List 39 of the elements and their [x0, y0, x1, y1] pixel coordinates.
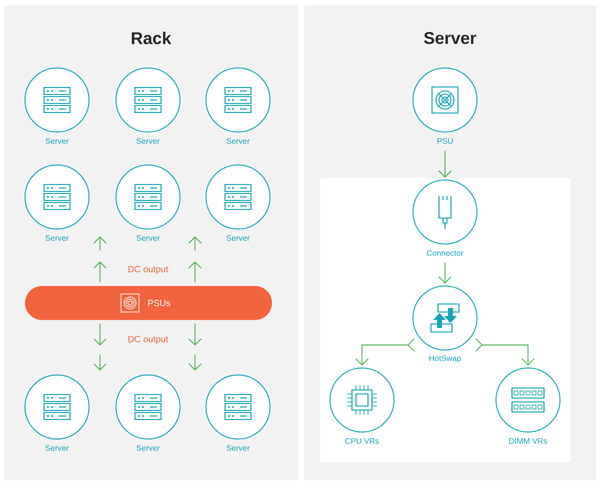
arrow: [476, 338, 534, 366]
node-label: Server: [226, 138, 250, 144]
node-label: Server: [136, 445, 160, 451]
output-label: DC output: [128, 266, 168, 274]
component-node: CPU VRs: [330, 368, 394, 444]
psu-bar: PSUs: [25, 286, 272, 320]
arrow: [356, 338, 414, 366]
arrow: [94, 236, 106, 282]
output-label: DC output: [128, 336, 168, 344]
node-label: Server: [136, 138, 160, 144]
component-node: HotSwap: [412, 286, 478, 363]
component-node: DIMM VRs: [496, 368, 560, 444]
component-node: Server: [206, 164, 270, 241]
component-node: Server: [24, 374, 90, 451]
component-node: Server: [206, 68, 270, 144]
node-label: HotSwap: [429, 355, 461, 363]
arrow: [438, 150, 452, 178]
node-label: Server: [226, 235, 250, 241]
node-label: Server: [46, 235, 69, 241]
component-node: PSU: [412, 68, 478, 144]
node-label: DIMM VRs: [509, 438, 548, 444]
node-label: Server: [46, 445, 69, 451]
arrow: [438, 262, 452, 284]
arrow: [188, 324, 202, 370]
component-node: Server: [116, 164, 180, 241]
node-label: Server: [226, 445, 250, 451]
node-label: PSU: [437, 138, 453, 144]
node-label: CPU VRs: [345, 438, 379, 444]
component-node: Server: [116, 374, 180, 451]
component-node: Connector: [412, 180, 478, 256]
component-node: Server: [206, 374, 270, 451]
component-node: Server: [24, 164, 90, 241]
arrow: [94, 324, 106, 370]
node-label: Connector: [426, 250, 464, 256]
arrow: [188, 236, 202, 282]
node-label: Server: [136, 235, 160, 241]
component-node: Server: [24, 68, 90, 144]
node-label: Server: [46, 138, 69, 144]
component-node: Server: [116, 68, 180, 144]
